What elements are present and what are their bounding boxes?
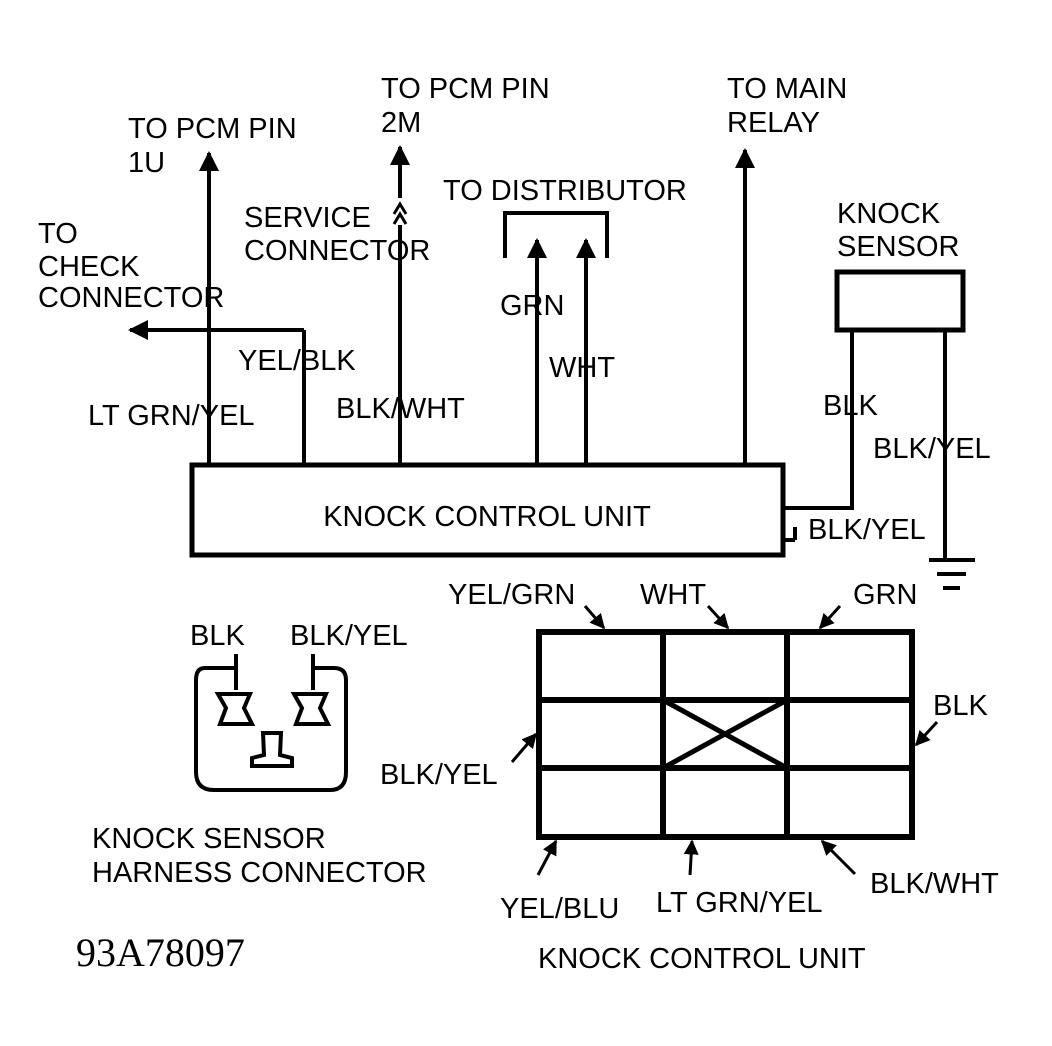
pointer-yel-grn: [583, 605, 606, 630]
harness-caption-2: HARNESS CONNECTOR: [92, 857, 427, 889]
knock-sensor-label-1: KNOCK: [837, 198, 941, 230]
knock-sensor-box: [834, 269, 966, 333]
harness-blk-label: BLK: [190, 620, 245, 652]
harness-terminal-left: [214, 692, 256, 726]
knock-sensor-label-2: SENSOR: [837, 231, 959, 263]
main-relay-label-2: RELAY: [727, 107, 820, 139]
harness-caption-1: KNOCK SENSOR: [92, 823, 326, 855]
blk-wht-label: BLK/WHT: [336, 393, 465, 425]
grn-label: GRN: [500, 290, 564, 322]
pcm-pin-1u-label: TO PCM PIN: [128, 113, 297, 145]
pointer-blk-yel: [510, 732, 538, 763]
check-connector-label-2: CHECK: [38, 251, 140, 283]
pin-yel-grn-label: YEL/GRN: [448, 579, 575, 611]
harness-connector-body: [194, 666, 348, 792]
pin-grn-label: GRN: [853, 579, 917, 611]
pin-lt-grn-yel-label: LT GRN/YEL: [656, 887, 823, 919]
pin-wht-label: WHT: [640, 579, 706, 611]
pin-blk-label: BLK: [933, 690, 988, 722]
lt-grn-yel-label: LT GRN/YEL: [88, 400, 255, 432]
pcm-pin-1u-id: 1U: [128, 147, 165, 179]
blk-yel-label: BLK/YEL: [873, 433, 991, 465]
distributor-bracket: [503, 211, 609, 258]
figure-code: 93A78097: [76, 930, 245, 975]
pointer-yel-blu: [536, 839, 558, 876]
knock-control-unit-label: KNOCK CONTROL UNIT: [323, 501, 651, 533]
pointer-blk-wht: [820, 839, 857, 876]
pointer-lt-grn-yel: [683, 839, 699, 876]
harness-terminal-right: [290, 692, 332, 726]
pin-yel-blu-label: YEL/BLU: [500, 893, 619, 925]
pin-blk-yel-label: BLK/YEL: [380, 759, 498, 791]
pointer-grn: [818, 604, 842, 630]
pcm-pin-2m-label: TO PCM PIN: [381, 73, 550, 105]
service-connector-label-2: CONNECTOR: [244, 235, 430, 267]
blk-yel-ground-label: BLK/YEL: [808, 514, 926, 546]
pointer-blk: [914, 720, 939, 747]
service-connector-icon: [392, 201, 408, 225]
blk-label: BLK: [823, 390, 878, 422]
yel-blk-label: YEL/BLK: [238, 345, 356, 377]
check-connector-label-3: CONNECTOR: [38, 282, 224, 314]
service-connector-label-1: SERVICE: [244, 202, 371, 234]
pcm-pin-2m-id: 2M: [381, 107, 421, 139]
pointer-wht: [706, 604, 730, 630]
kcu-blank-cross-b: [661, 697, 789, 771]
harness-key: [250, 731, 294, 768]
pin-blk-wht-label: BLK/WHT: [870, 868, 999, 900]
knock-control-unit-box: [189, 462, 786, 558]
kcu-caption: KNOCK CONTROL UNIT: [538, 943, 866, 975]
wire-sensor-blk: [783, 330, 854, 510]
wht-label: WHT: [549, 352, 615, 384]
distributor-label: TO DISTRIBUTOR: [443, 175, 687, 207]
harness-blk-yel-label: BLK/YEL: [290, 620, 408, 652]
check-connector-label-1: TO: [38, 218, 78, 250]
main-relay-label: TO MAIN: [727, 73, 847, 105]
